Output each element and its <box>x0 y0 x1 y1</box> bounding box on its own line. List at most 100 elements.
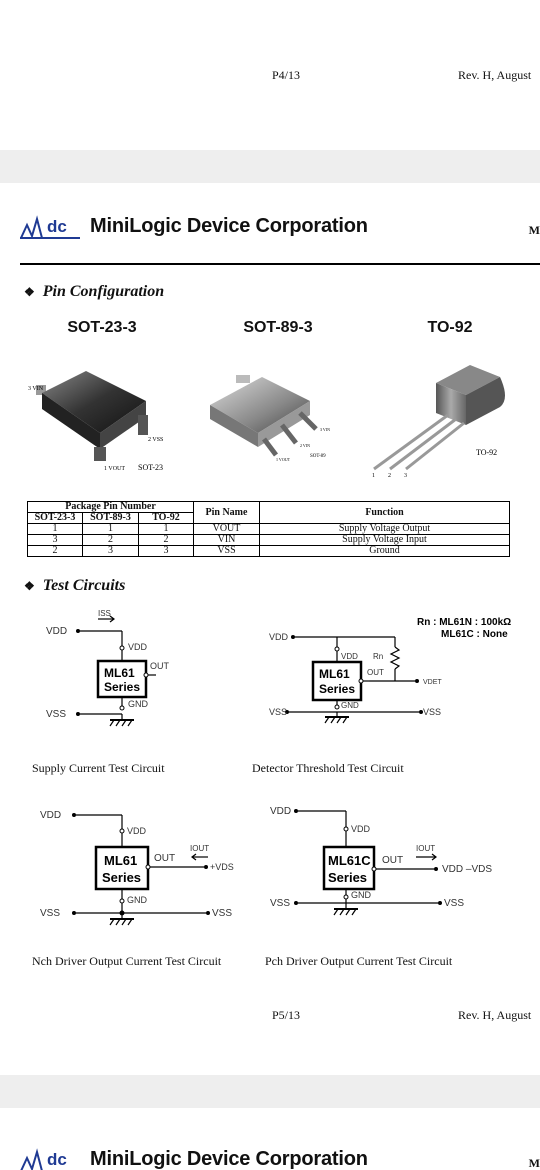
company-logo-icon: dc <box>20 215 80 239</box>
svg-text:GND: GND <box>341 701 359 710</box>
circuit-caption: Supply Current Test Circuit <box>32 761 165 775</box>
svg-text:VDD: VDD <box>341 652 358 661</box>
svg-text:Series: Series <box>102 870 141 885</box>
company-logo-icon: dc <box>20 1148 67 1170</box>
table-row: 2 3 3 VSS Ground <box>27 545 510 557</box>
page-header: dc MiniLogic Device Corporation M <box>20 215 540 265</box>
svg-text:VSS: VSS <box>423 707 441 717</box>
svg-text:VSS: VSS <box>269 707 287 717</box>
page-number: P5/13 <box>272 1008 301 1022</box>
diamond-bullet-icon: ❖ <box>24 285 35 299</box>
svg-text:Series: Series <box>319 682 355 696</box>
svg-text:1 VOUT: 1 VOUT <box>104 466 125 472</box>
table-cell: 3 <box>82 545 139 557</box>
svg-text:VDD: VDD <box>46 626 67 637</box>
svg-text:ML61: ML61 <box>104 853 137 868</box>
package-title-sot23: SOT-23-3 <box>67 319 137 336</box>
svg-text:GND: GND <box>127 895 148 905</box>
circuit-caption: Nch Driver Output Current Test Circuit <box>32 954 222 968</box>
svg-text:ML61: ML61 <box>104 666 135 680</box>
table-header-function: Function <box>259 501 510 524</box>
header-right-text: M <box>528 1156 540 1170</box>
svg-text:dc: dc <box>47 217 67 236</box>
circuit-caption: Detector Threshold Test Circuit <box>252 761 404 775</box>
svg-text:VSS: VSS <box>444 898 464 909</box>
svg-text:VDET: VDET <box>423 679 442 686</box>
sot23-package-image: 3 VIN 2 VSS 1 VOUT SOT-23 <box>28 371 163 472</box>
svg-text:3 VIN: 3 VIN <box>28 386 44 392</box>
header-right-text: M <box>528 223 540 237</box>
svg-text:Series: Series <box>104 680 140 694</box>
svg-text:SOT-89: SOT-89 <box>310 454 326 459</box>
svg-text:ML61C : None: ML61C : None <box>441 629 508 640</box>
svg-text:2 VSS: 2 VSS <box>148 437 163 443</box>
sot89-package-image: 3 VIN 2 VIN 1 VOUT SOT-89 <box>210 375 330 462</box>
svg-text:ML61C: ML61C <box>328 853 371 868</box>
table-cell: 3 <box>27 534 83 546</box>
header-divider <box>20 263 540 265</box>
revision-label: Rev. H, August <box>458 68 532 82</box>
svg-text:VDD: VDD <box>127 826 147 836</box>
svg-text:3 VIN: 3 VIN <box>320 427 330 432</box>
svg-text:IOUT: IOUT <box>190 844 209 853</box>
page-5: dc MiniLogic Device Corporation M ❖Pin C… <box>0 183 540 1075</box>
table-cell: 2 <box>82 534 139 546</box>
svg-text:IOUT: IOUT <box>416 844 435 853</box>
page-number: P4/13 <box>272 68 301 82</box>
table-header-package-pin-number: Package Pin Number <box>27 501 194 513</box>
svg-text:Series: Series <box>328 870 367 885</box>
page-header: dc MiniLogic Device Corporation M <box>20 1148 540 1170</box>
svg-text:OUT: OUT <box>382 855 403 866</box>
table-cell: 2 <box>27 545 83 557</box>
table-cell: VSS <box>193 545 260 557</box>
to92-package-image: TO-92 1 2 3 <box>372 365 505 479</box>
table-cell: Ground <box>259 545 510 557</box>
svg-text:Rn : ML61N : 100kΩ: Rn : ML61N : 100kΩ <box>417 617 511 628</box>
page-6: dc MiniLogic Device Corporation M <box>0 1108 540 1170</box>
table-row: 3 2 2 VIN Supply Voltage Input <box>27 534 510 546</box>
svg-text:GND: GND <box>351 890 372 900</box>
svg-text:OUT: OUT <box>154 853 175 864</box>
nch-driver-circuit: VDD VSS VSS +VDS IOUT VDD GND OUT ML61 S… <box>40 810 234 926</box>
table-cell: VIN <box>193 534 260 546</box>
table-header-sot89: SOT-89-3 <box>82 512 139 524</box>
supply-current-circuit: VDD VSS ISS VDD GND OUT ML61 Series <box>46 609 170 727</box>
svg-text:VSS: VSS <box>212 908 232 919</box>
svg-text:VDD: VDD <box>269 632 289 642</box>
svg-text:Rn: Rn <box>373 652 383 661</box>
svg-text:3: 3 <box>404 473 407 479</box>
svg-text:TO-92: TO-92 <box>476 448 497 457</box>
package-title-sot89: SOT-89-3 <box>243 319 313 336</box>
svg-text:VDD –VDS: VDD –VDS <box>442 864 492 875</box>
svg-text:SOT-23: SOT-23 <box>138 463 163 472</box>
table-header-pin-name: Pin Name <box>193 501 260 524</box>
svg-text:VDD: VDD <box>351 824 371 834</box>
svg-text:dc: dc <box>47 1150 67 1169</box>
svg-text:OUT: OUT <box>367 668 384 677</box>
svg-text:1: 1 <box>372 473 375 479</box>
table-cell: 1 <box>138 523 194 535</box>
table-cell: 1 <box>27 523 83 535</box>
svg-text:2: 2 <box>388 473 391 479</box>
test-circuits-heading: ❖Test Circuits <box>24 577 126 594</box>
svg-text:1 VOUT: 1 VOUT <box>276 457 291 462</box>
table-cell: Supply Voltage Input <box>259 534 510 546</box>
diamond-bullet-icon: ❖ <box>24 579 35 593</box>
table-cell: 2 <box>138 534 194 546</box>
circuit-caption: Pch Driver Output Current Test Circuit <box>265 954 453 968</box>
company-name: MiniLogic Device Corporation <box>90 215 368 237</box>
svg-text:VSS: VSS <box>270 898 290 909</box>
svg-text:ISS: ISS <box>98 609 111 618</box>
table-row: 1 1 1 VOUT Supply Voltage Output <box>27 523 510 535</box>
company-name: MiniLogic Device Corporation <box>90 1148 368 1170</box>
pch-driver-circuit: VDD VSS VSS VDD –VDS IOUT VDD GND OUT ML… <box>270 806 492 916</box>
revision-label: Rev. H, August <box>458 1008 532 1022</box>
svg-text:2 VIN: 2 VIN <box>300 443 310 448</box>
svg-text:OUT: OUT <box>150 661 170 671</box>
svg-text:VDD: VDD <box>270 806 291 817</box>
table-header-to92: TO-92 <box>138 512 194 524</box>
svg-text:GND: GND <box>128 699 149 709</box>
detector-threshold-circuit: VDD VSS VSS VDET Rn VDD GND OUT ML61 Ser… <box>269 617 511 724</box>
svg-text:ML61: ML61 <box>319 667 350 681</box>
pin-table: Package Pin Number Pin Name Function SOT… <box>27 501 510 557</box>
